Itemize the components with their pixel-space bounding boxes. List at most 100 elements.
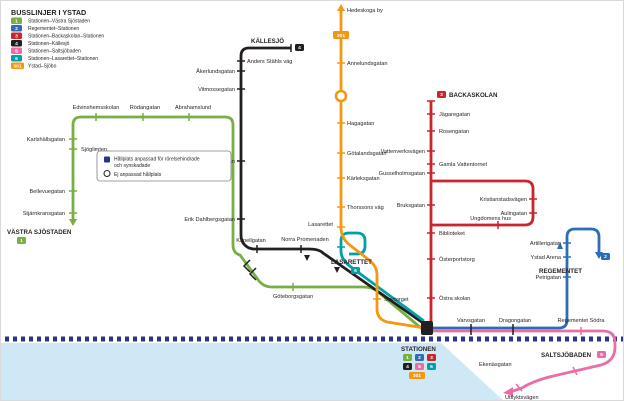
- stop-label: Sjöglimten: [81, 147, 107, 153]
- sea-water: [1, 343, 503, 400]
- direction-down-arrow-icon: [334, 267, 340, 273]
- legend-badge-6-label: 6: [15, 56, 18, 62]
- line-5-badge-label: 5: [600, 352, 603, 358]
- legend-route-name: Stationen–Lasarettet–Stationen: [28, 56, 98, 62]
- accessible-stop-icon: [104, 156, 110, 163]
- stop-label: Ekenäsgatan: [479, 362, 512, 368]
- stop-label: Lasarettet: [308, 222, 333, 228]
- stop-label: Kapellgatan: [236, 238, 266, 244]
- line-3-badge: [437, 91, 446, 98]
- legend-badge-2-label: 2: [15, 26, 18, 32]
- stop-label: Artillerigatan: [530, 241, 561, 247]
- legend-badge-1-label: 1: [15, 19, 18, 25]
- line-2-badge: [415, 354, 424, 361]
- stop-label: Regementet Södra: [558, 318, 606, 324]
- legend-route-name: Ystad–Sjöbo: [28, 64, 57, 70]
- stop-label: Erik Dahlbergsgatan: [184, 217, 235, 223]
- stop-label: Dragongatan: [499, 318, 531, 324]
- map-title: BUSSLINJER I YSTAD: [11, 8, 86, 17]
- stop-label: Kristianstadsvägen: [480, 197, 527, 203]
- line-2-badge: [601, 253, 610, 260]
- stop-label: Hedeskoga by: [347, 8, 383, 14]
- stop-label: Ystad Arena: [531, 255, 562, 261]
- legend-badge-2: [11, 25, 22, 32]
- stop-tick: [572, 366, 578, 376]
- line-301-badge-label: 301: [413, 373, 421, 379]
- route-line-2: [429, 227, 601, 330]
- line-3-badge-label: 3: [430, 355, 433, 361]
- stop-label: Ungdomens hus: [470, 216, 511, 222]
- line-4-badge-label: 4: [406, 364, 409, 370]
- line-1-badge-label: 1: [20, 238, 23, 244]
- stop-label: Thorssons väg: [347, 205, 384, 211]
- legend-badge-3: [11, 32, 22, 39]
- line-301-badge: [333, 31, 349, 39]
- line-3-badge-label: 3: [440, 92, 443, 98]
- legend-badge-1: [11, 17, 22, 24]
- stop-tick: [515, 383, 523, 392]
- route-2-loop-down-arrow-icon: [595, 252, 603, 259]
- terminal-label-lasarettet: LASARETTET: [331, 259, 372, 266]
- stop-label: Stjärnkransgatan: [23, 211, 65, 217]
- legend-route-name: Stationen–Källesjö: [28, 41, 70, 47]
- accessibility-note-box: Hållplats anpassad för rörelsehindrade o…: [96, 150, 232, 182]
- stop-label: Bellevuegatan: [30, 189, 65, 195]
- route-line-301: [339, 11, 426, 330]
- direction-chevron-icon: [242, 259, 251, 273]
- stop-label: Götalandsgatan: [347, 151, 387, 157]
- route-301-north-arrow-icon: [337, 4, 345, 11]
- route-1-terminus-arrow-icon: [69, 219, 77, 226]
- legend-route-name: Regementet–Stationen: [28, 26, 79, 32]
- stop-label: Utflyktsvägen: [505, 395, 539, 401]
- legend-badge-5-label: 5: [15, 49, 18, 55]
- non-accessible-stop-icon: [334, 89, 348, 103]
- legend-badge-3-label: 3: [15, 34, 18, 40]
- line-6-badge-label: 6: [354, 268, 357, 274]
- legend-badge-301-label: 301: [13, 64, 21, 70]
- legend-badge-6: [11, 55, 22, 62]
- line-1-badge-label: 1: [406, 355, 409, 361]
- terminal-label-saltsjobaden: SALTSJÖBADEN: [541, 352, 592, 359]
- stop-label: Bruksgatan: [397, 203, 425, 209]
- route-line-4: [239, 46, 424, 325]
- legend-route-name: Stationen–Backaskolan–Stationen: [28, 34, 104, 40]
- line-6-badge-label: 6: [430, 364, 433, 370]
- note-text: och synskadade: [114, 163, 150, 169]
- line-5-badge-label: 5: [418, 364, 421, 370]
- stop-label: Rosengatan: [439, 129, 469, 135]
- stop-label: Varvsgatan: [457, 318, 485, 324]
- direction-down-arrow-icon: [304, 255, 310, 261]
- stop-label: Stortorget: [384, 297, 409, 303]
- line-4-badge: [403, 363, 412, 370]
- legend-badge-4: [11, 40, 22, 47]
- line-3-badge: [427, 354, 436, 361]
- terminal-label-kallesjo: KÄLLESJÖ: [251, 38, 284, 45]
- stop-label: Östra skolan: [439, 295, 470, 302]
- terminal-label-regementet: REGEMENTET: [539, 268, 582, 275]
- stop-label: Vattenverksvägen: [381, 149, 425, 155]
- route-5-terminus-arrow-icon: [503, 387, 513, 396]
- line-1-badge: [17, 237, 26, 244]
- stop-label: Jägaregatan: [439, 112, 470, 118]
- route-line-5: [429, 329, 617, 394]
- stop-label: Hagagatan: [347, 121, 374, 127]
- line-4-badge-label: 4: [298, 45, 301, 51]
- legend-route-name: Stationen–Saltsjöbaden: [28, 49, 81, 55]
- stop-label: Gusselholmsgatan: [379, 171, 425, 177]
- route-2-loop-up-arrow-icon: [557, 242, 563, 249]
- legend-route-name: Stationen–Västra Sjöstaden: [28, 19, 90, 25]
- direction-chevron-icon: [248, 267, 257, 281]
- terminal-label-backaskolan: BACKASKOLAN: [449, 92, 498, 99]
- stop-label: Petrigatan: [536, 275, 562, 281]
- note-box-frame: [96, 150, 232, 182]
- legend: BUSSLINJER I YSTAD 1 Stationen–Västra Sj…: [11, 8, 104, 70]
- stop-label: Aulingatan: [501, 211, 527, 217]
- line-1-badge: [403, 354, 412, 361]
- line-6-badge: [427, 363, 436, 370]
- line-301-badge-label: 301: [337, 33, 345, 39]
- stop-label: Abrahamslund: [175, 105, 211, 111]
- stationen-hub-marker: [421, 321, 433, 335]
- stop-label: Göteborgsgatan: [273, 294, 313, 300]
